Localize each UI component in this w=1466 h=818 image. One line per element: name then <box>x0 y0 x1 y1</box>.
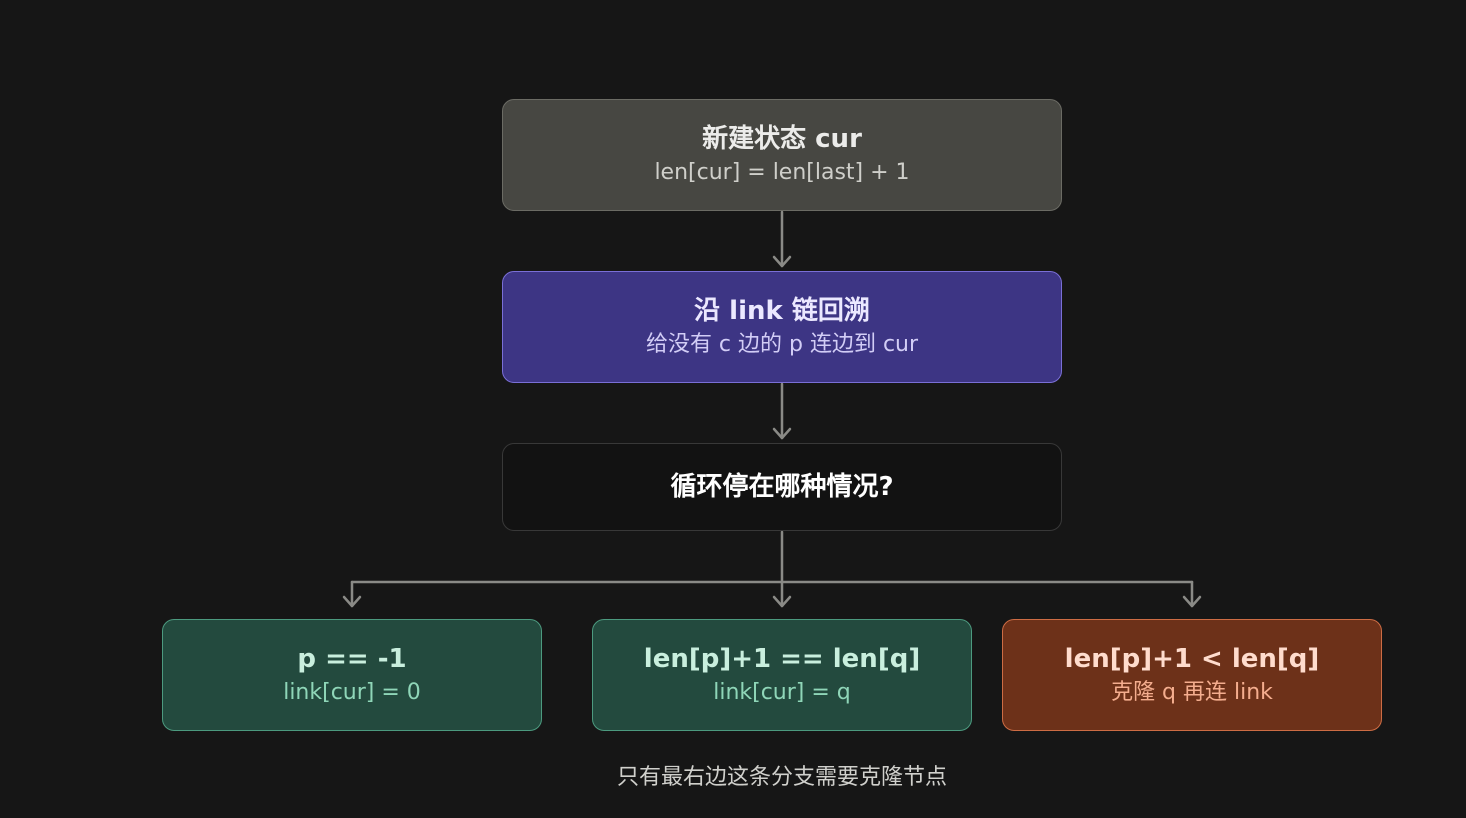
edge-decision-branches <box>350 530 1194 584</box>
node-backtrack: 沿 link 链回溯 给没有 c 边的 p 连边到 cur <box>502 271 1062 383</box>
node-case-root-title: p == -1 <box>297 644 407 674</box>
node-decision: 循环停在哪种情况? <box>502 443 1062 531</box>
node-case-clone: len[p]+1 < len[q] 克隆 q 再连 link <box>1002 619 1382 731</box>
node-backtrack-title: 沿 link 链回溯 <box>694 296 870 326</box>
node-new-state-title: 新建状态 cur <box>702 124 862 154</box>
edge-to-case-root <box>342 580 362 608</box>
node-decision-title: 循环停在哪种情况? <box>670 472 894 502</box>
edge-backtrack-to-decision <box>772 382 792 440</box>
edge-to-case-direct <box>772 580 792 608</box>
footnote: 只有最右边这条分支需要克隆节点 <box>616 765 947 790</box>
node-case-clone-subtitle: 克隆 q 再连 link <box>1111 680 1273 705</box>
node-backtrack-subtitle: 给没有 c 边的 p 连边到 cur <box>645 332 919 357</box>
edge-new-state-to-backtrack <box>772 210 792 268</box>
node-case-direct-title: len[p]+1 == len[q] <box>643 644 921 674</box>
node-case-root-subtitle: link[cur] = 0 <box>283 680 421 705</box>
node-new-state: 新建状态 cur len[cur] = len[last] + 1 <box>502 99 1062 211</box>
edge-to-case-clone <box>1182 580 1202 608</box>
node-case-direct-subtitle: link[cur] = q <box>713 680 851 705</box>
node-new-state-subtitle: len[cur] = len[last] + 1 <box>654 160 910 185</box>
node-case-root: p == -1 link[cur] = 0 <box>162 619 542 731</box>
node-case-direct: len[p]+1 == len[q] link[cur] = q <box>592 619 972 731</box>
node-case-clone-title: len[p]+1 < len[q] <box>1064 644 1320 674</box>
